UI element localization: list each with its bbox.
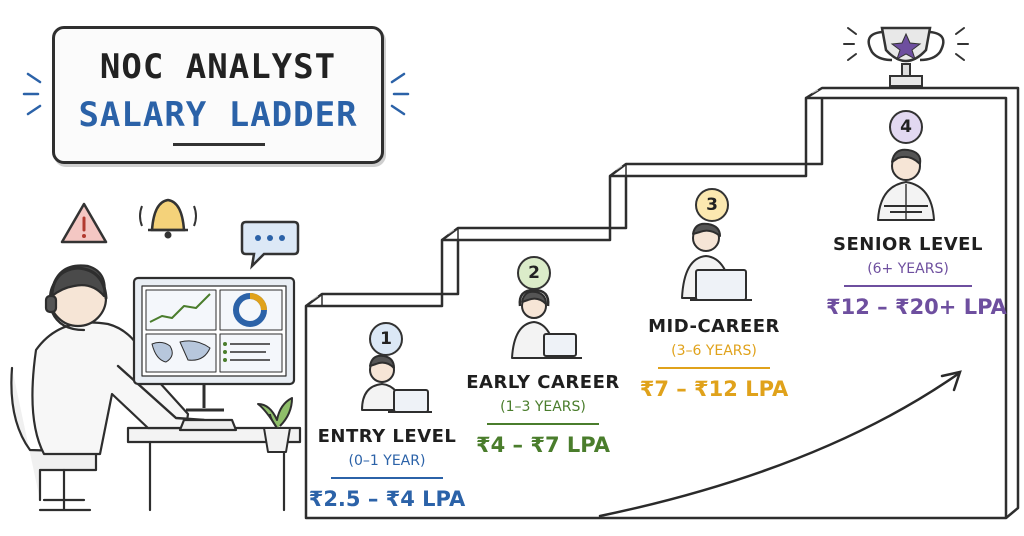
step-number-badge: 2 (517, 256, 551, 290)
step-early-career-text: EARLY CAREER (1–3 YEARS) ₹4 – ₹7 LPA (462, 372, 624, 457)
chat-icon (240, 220, 300, 270)
warning-icon (60, 202, 108, 244)
title-sparkles (22, 72, 410, 116)
plant-icon (257, 397, 293, 453)
growth-arrow-icon (598, 370, 962, 518)
title-card: NOC ANALYST SALARY LADDER (52, 26, 384, 164)
step-senior-level-text: SENIOR LEVEL (6+ YEARS) ₹12 – ₹20+ LPA (826, 234, 1007, 319)
level-title: ENTRY LEVEL (317, 426, 457, 447)
step-number-badge: 4 (889, 110, 923, 144)
monitor-dashboard-illustration (132, 276, 296, 432)
step-entry-level-text: ENTRY LEVEL (0–1 YEAR) ₹2.5 – ₹4 LPA (308, 426, 466, 511)
level-divider (658, 367, 770, 369)
level-salary: ₹12 – ₹20+ LPA (826, 295, 1007, 319)
level-title: MID-CAREER (648, 316, 780, 337)
step-entry-level: 1 (322, 322, 450, 356)
stair-shading (311, 89, 819, 301)
level-years: (1–3 YEARS) (500, 399, 586, 415)
step-early-career: 2 (470, 256, 598, 290)
level-years: (6+ YEARS) (867, 261, 949, 277)
title-line-2: SALARY LADDER (78, 95, 358, 135)
level-divider (487, 423, 599, 425)
senior-level-person-illustration (877, 148, 935, 221)
step-number-badge: 3 (695, 188, 729, 222)
step-mid-career-text: MID-CAREER (3–6 YEARS) ₹7 – ₹12 LPA (634, 316, 794, 401)
mid-career-person-illustration (681, 222, 752, 301)
entry-level-person-illustration (361, 354, 432, 413)
early-career-person-illustration (511, 288, 582, 359)
level-divider (844, 285, 972, 287)
step-mid-career: 3 (648, 188, 776, 222)
step-senior-level: 4 (842, 110, 970, 144)
level-salary: ₹7 – ₹12 LPA (639, 377, 789, 401)
trophy-icon (843, 26, 969, 87)
headset-analyst-illustration (10, 264, 302, 512)
level-title: EARLY CAREER (466, 372, 620, 393)
level-years: (3–6 YEARS) (671, 343, 757, 359)
level-salary: ₹2.5 – ₹4 LPA (308, 487, 466, 511)
level-years: (0–1 YEAR) (348, 453, 426, 469)
level-salary: ₹4 – ₹7 LPA (476, 433, 610, 457)
level-divider (331, 477, 443, 479)
title-line-1: NOC ANALYST (99, 47, 337, 87)
staircase (304, 86, 1020, 520)
level-title: SENIOR LEVEL (833, 234, 983, 255)
title-underline (173, 143, 265, 146)
step-number-badge: 1 (369, 322, 403, 356)
bell-icon (139, 198, 197, 239)
